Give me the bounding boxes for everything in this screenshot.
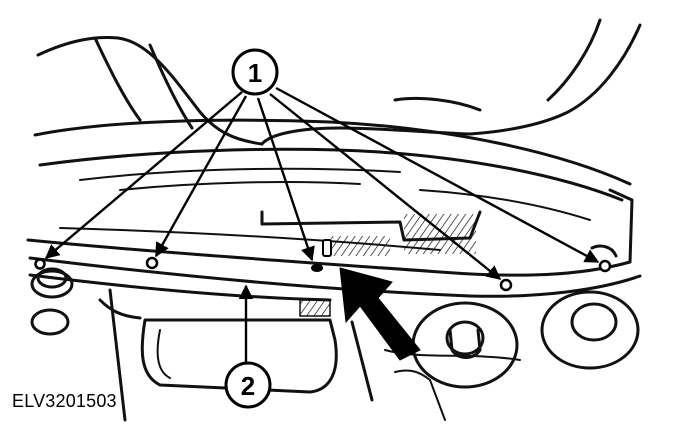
callout-2: 2 (224, 361, 272, 409)
screw-4 (499, 278, 513, 292)
screw-1 (34, 258, 46, 270)
cowl-panel (26, 118, 642, 302)
callout-2-number: 2 (241, 371, 255, 401)
cowl-screws (34, 239, 612, 292)
removal-direction-arrow (339, 267, 421, 361)
screw-5 (598, 259, 612, 273)
screw-2 (145, 256, 159, 270)
engine-bay (30, 267, 640, 422)
wiper-clip (322, 239, 332, 257)
callout-1-number: 1 (248, 58, 262, 88)
callout-1: 1 (231, 48, 279, 96)
figure-reference-code: ELV3201503 (12, 391, 117, 411)
windshield-frame (36, 18, 642, 146)
callout-1-leaders (44, 86, 600, 280)
screw-3 (311, 264, 323, 272)
